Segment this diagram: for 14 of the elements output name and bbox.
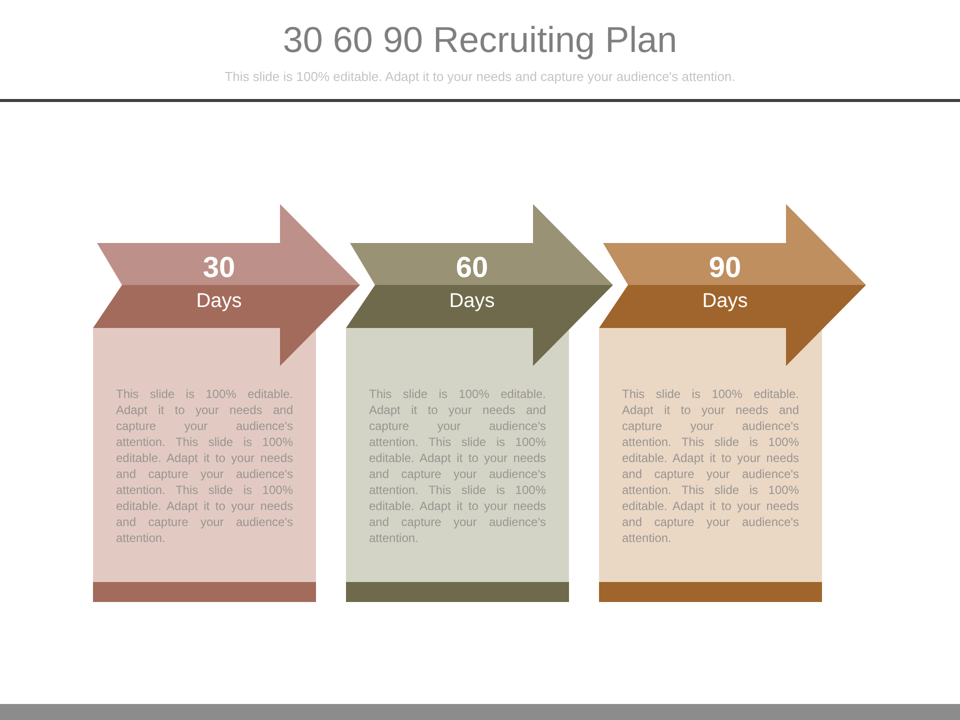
day-unit: Days bbox=[448, 289, 496, 314]
text-card bbox=[346, 328, 569, 602]
text-card bbox=[599, 328, 822, 602]
card-text: This slide is 100% editable. Adapt it to your needs and capture your audience's attention. This slide is 100% editable. Adapt it to your needs and capture your audience's attention. This slide is 100% editable. Adapt it to your needs and capture your audience's attention. bbox=[116, 386, 293, 546]
card-text: This slide is 100% editable. Adapt it to your needs and capture your audience's attention. This slide is 100% editable. Adapt it to your needs and capture your audience's attention. This slide is 100% editable. Adapt it to your needs and capture your audience's attention. bbox=[369, 386, 546, 546]
subtitle: This slide is 100% editable. Adapt it to your needs and capture your audience's attention. bbox=[224, 69, 736, 85]
card-text: This slide is 100% editable. Adapt it to your needs and capture your audience's attention. This slide is 100% editable. Adapt it to your needs and capture your audience's attention. This slide is 100% editable. Adapt it to your needs and capture your audience's attention. bbox=[622, 386, 799, 546]
day-unit: Days bbox=[195, 289, 243, 314]
title: 30 60 90 Recruiting Plan bbox=[282, 18, 678, 62]
day-unit: Days bbox=[701, 289, 749, 314]
day-number: 60 bbox=[454, 251, 490, 285]
day-number: 30 bbox=[202, 251, 236, 285]
text-card bbox=[93, 328, 316, 602]
day-number: 90 bbox=[708, 251, 742, 285]
